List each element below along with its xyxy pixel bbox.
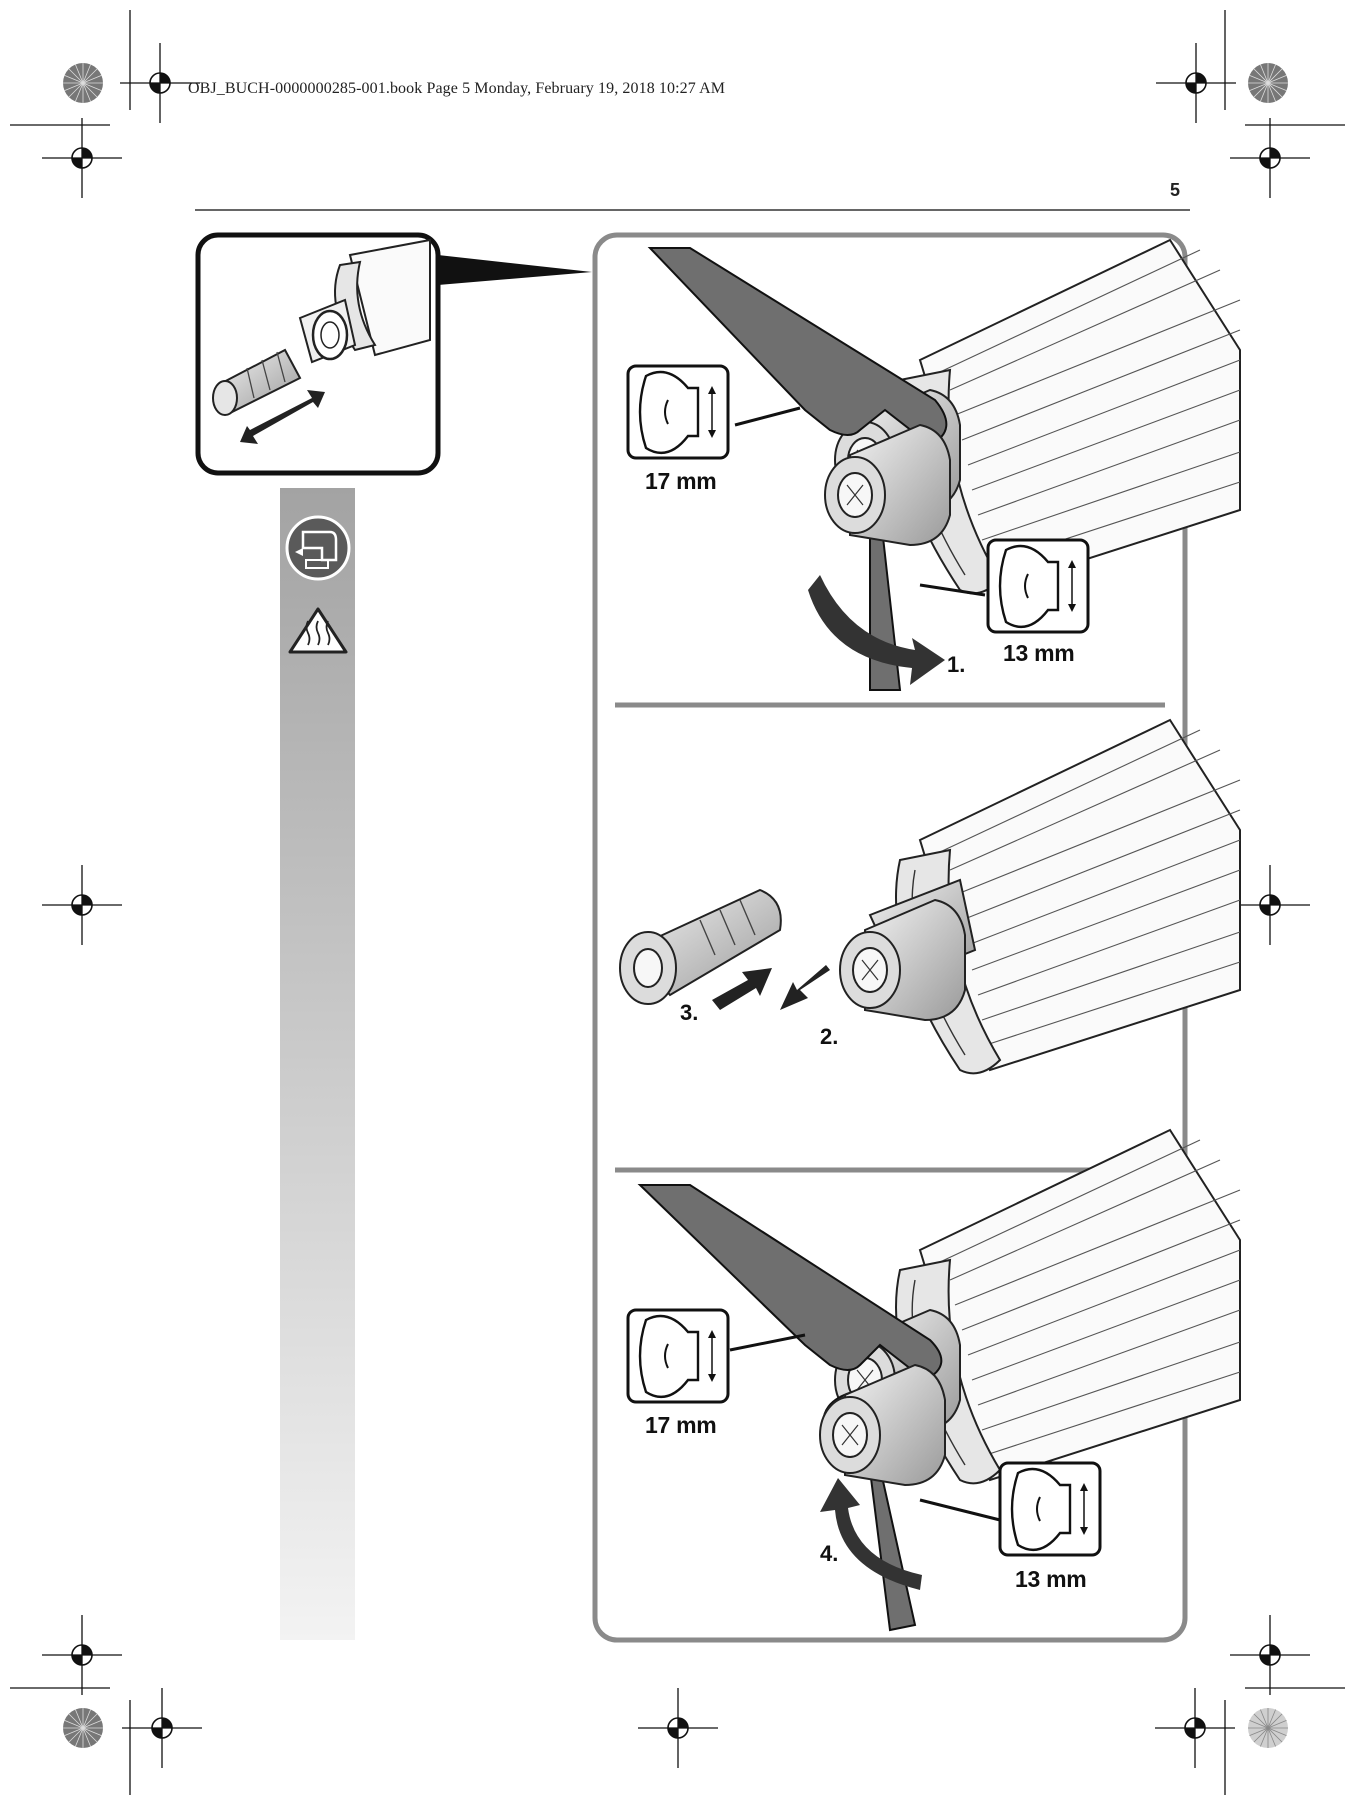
panel3-wrench-17-label: 17 mm bbox=[645, 1412, 717, 1438]
step-4-label: 4. bbox=[820, 1541, 839, 1566]
hot-surface-warning-icon bbox=[288, 607, 348, 654]
step-2-label: 2. bbox=[820, 1024, 839, 1049]
tool-battery-icon bbox=[285, 515, 351, 581]
registration-marks bbox=[10, 10, 1345, 1795]
panel1-wrench-17-label: 17 mm bbox=[645, 468, 717, 494]
panel3-illustration bbox=[626, 1129, 1241, 1632]
panel3-wrench-13-label: 13 mm bbox=[1015, 1566, 1087, 1592]
sidebar-bar bbox=[280, 488, 355, 1640]
step-3-label: 3. bbox=[680, 1000, 699, 1025]
step-1-label: 1. bbox=[947, 652, 966, 677]
detail-inset bbox=[195, 232, 592, 476]
panel1-illustration bbox=[626, 239, 1241, 691]
print-header: OBJ_BUCH-0000000285-001.book Page 5 Mond… bbox=[188, 80, 726, 97]
page-number: 5 bbox=[1170, 180, 1181, 200]
panel2-illustration bbox=[619, 719, 1241, 1075]
panel1-wrench-13-label: 13 mm bbox=[1003, 640, 1075, 666]
